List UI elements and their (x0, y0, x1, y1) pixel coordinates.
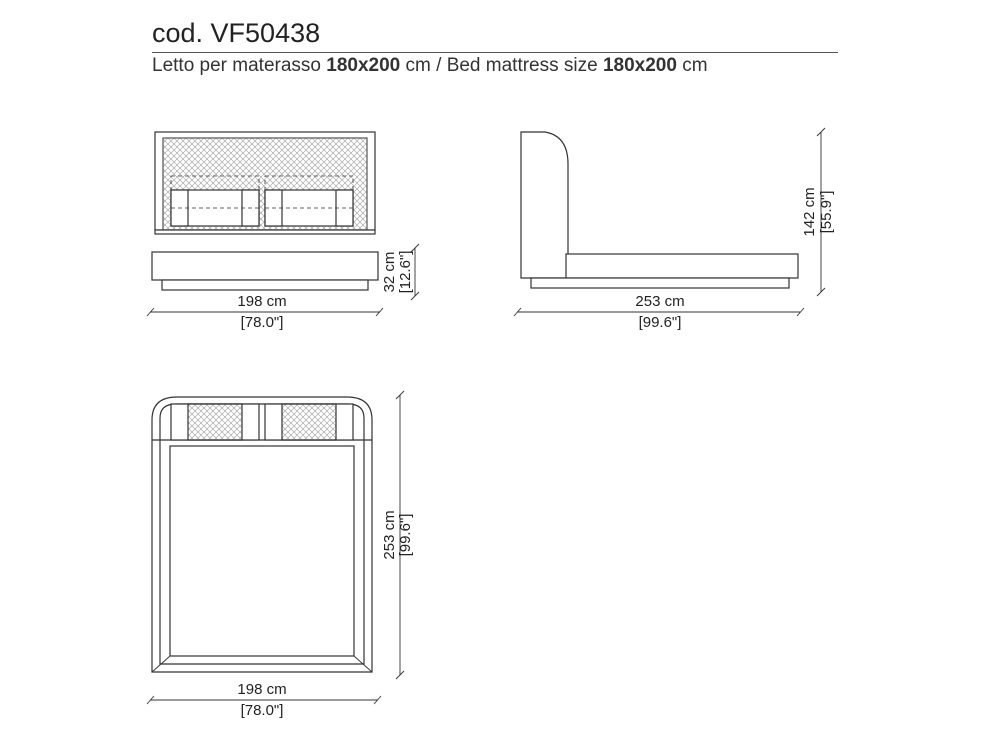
top-width-dimension (146, 695, 382, 705)
subtitle-it-size: 180x200 (326, 55, 401, 76)
top-length-cm-label: 253 cm (381, 510, 398, 559)
side-height-dimension (816, 127, 826, 297)
subtitle-it-unit: cm (405, 55, 431, 76)
subtitle-en-label: Bed mattress size (446, 55, 598, 76)
front-view (151, 131, 379, 291)
front-width-dimension (146, 307, 384, 317)
subtitle-en-size: 180x200 (602, 55, 677, 76)
front-pillow-right (264, 175, 354, 227)
subtitle-it-label: Letto per materasso (152, 55, 321, 76)
side-mattress-base (565, 253, 799, 279)
top-pillow-left-weave (187, 403, 243, 441)
top-width-cm-label: 198 cm (237, 681, 286, 698)
front-mattress-line (154, 229, 376, 235)
top-mattress (169, 445, 355, 657)
subtitle-en-unit: cm (682, 55, 708, 76)
top-length-in-label: [99.6"] (397, 514, 414, 557)
drawing-header: cod. VF50438 Letto per materasso 180x200… (152, 16, 838, 76)
top-pillow-right-weave (281, 403, 337, 441)
side-headboard (520, 131, 569, 279)
front-width-cm-label: 198 cm (237, 293, 286, 310)
front-plinth (161, 279, 369, 291)
front-bed-base (151, 251, 379, 281)
top-width-in-label: [78.0"] (241, 702, 284, 719)
front-pillow-left (170, 175, 260, 227)
side-length-cm-label: 253 cm (635, 293, 684, 310)
side-view (520, 131, 799, 289)
top-bed-outline (151, 396, 373, 673)
side-length-dimension (513, 307, 805, 317)
side-length-in-label: [99.6"] (639, 314, 682, 331)
front-height-dimension (410, 243, 420, 301)
side-plinth (530, 277, 790, 289)
product-subtitle: Letto per materasso 180x200 cm / Bed mat… (152, 54, 708, 78)
side-height-cm-label: 142 cm (801, 187, 818, 236)
front-width-in-label: [78.0"] (241, 314, 284, 331)
top-view (151, 396, 373, 673)
top-length-dimension (395, 390, 405, 680)
side-height-in-label: [55.9"] (818, 191, 835, 234)
front-height-in-label: [12.6"] (397, 251, 414, 294)
front-height-cm-label: 32 cm (381, 252, 398, 293)
subtitle-separator: / (436, 55, 442, 76)
header-rule (152, 52, 838, 53)
product-code: cod. VF50438 (152, 18, 321, 48)
